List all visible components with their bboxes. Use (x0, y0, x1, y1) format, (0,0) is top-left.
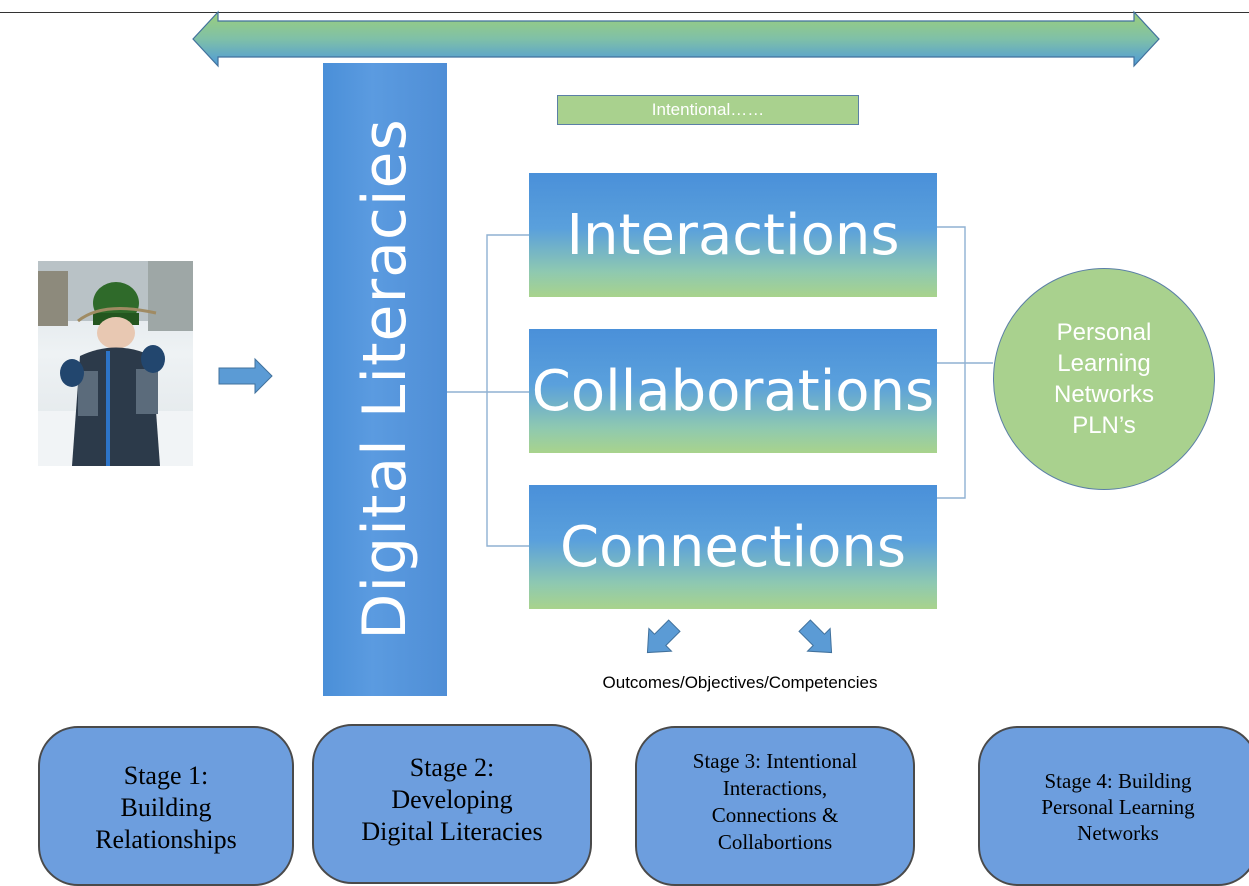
stage-3-line-3: Connections & (711, 803, 839, 827)
stage-2-box: Stage 2: Developing Digital Literacies (312, 724, 592, 884)
pln-circle: Personal Learning Networks PLN’s (993, 268, 1215, 490)
top-rule (0, 12, 1249, 13)
stage-4-line-3: Networks (1077, 821, 1159, 845)
stage-1-line-3: Relationships (95, 825, 237, 854)
stage-4-line-1: Stage 4: Building (1044, 769, 1192, 793)
down-left-arrow-icon (646, 619, 681, 654)
collaborations-label: Collaborations (531, 358, 935, 424)
child-photo (38, 261, 193, 466)
stage-2-line-3: Digital Literacies (361, 817, 543, 846)
outcomes-label: Outcomes/Objectives/Competencies (602, 673, 878, 692)
stage-2-line-1: Stage 2: (409, 753, 495, 782)
digital-literacies-bar: Digital Literacies (323, 63, 447, 696)
stage-1-line-1: Stage 1: (123, 761, 209, 790)
intentional-label: Intentional…… (557, 95, 859, 125)
double-arrow (192, 10, 1160, 68)
interactions-label: Interactions (566, 202, 900, 268)
stage-4-line-2: Personal Learning (1041, 795, 1195, 819)
pln-line-3: Networks (1053, 381, 1155, 408)
pln-line-2: Learning (1057, 350, 1151, 377)
stage-3-box: Stage 3: Intentional Interactions, Conne… (635, 726, 915, 886)
pln-line-4: PLN’s (1072, 412, 1136, 439)
stage-3-line-4: Collabortions (717, 830, 833, 854)
stage-2-line-2: Developing (391, 785, 513, 814)
connections-label: Connections (559, 514, 907, 580)
collaborations-box: Collaborations (529, 329, 937, 453)
stage-1-box: Stage 1: Building Relationships (38, 726, 294, 886)
down-right-arrow-icon (798, 619, 833, 654)
stage-3-line-1: Stage 3: Intentional (692, 749, 858, 773)
connections-box: Connections (529, 485, 937, 609)
pln-line-1: Personal (1056, 319, 1152, 346)
right-arrow-icon (218, 357, 273, 395)
stage-3-line-2: Interactions, (722, 776, 828, 800)
stage-4-box: Stage 4: Building Personal Learning Netw… (978, 726, 1249, 886)
stage-1-line-2: Building (120, 793, 212, 822)
interactions-box: Interactions (529, 173, 937, 297)
